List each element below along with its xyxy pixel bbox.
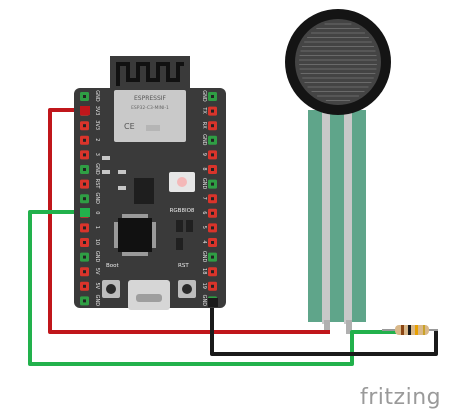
wire-green-end [80, 208, 90, 217]
wire-red-end [80, 106, 90, 115]
pin-label-right-0: GND [201, 90, 207, 102]
pin-label-right-6: GND [201, 178, 207, 190]
force-sensor [285, 9, 391, 334]
pin-label-left-13: 5V [94, 282, 100, 289]
sensor-grid-lines [299, 23, 377, 101]
resistor [382, 325, 438, 335]
rst-label: RST [178, 263, 189, 269]
module-shield [114, 90, 186, 142]
wire-black [210, 302, 438, 356]
pin-header-right [208, 92, 217, 306]
pin-label-right-11: GND [201, 251, 207, 263]
pin-label-right-10: 4 [201, 240, 207, 243]
pin-label-left-7: GND [94, 192, 100, 204]
pin-label-right-12: 18 [201, 268, 207, 274]
fritzing-logo: fritzing [360, 385, 441, 410]
sensor-tail [308, 110, 366, 322]
regulator [134, 178, 154, 204]
pin-label-left-14: GND [94, 295, 100, 307]
pin-label-left-2: 3V3 [94, 120, 100, 130]
pin-label-left-12: 5V [94, 268, 100, 275]
ce-mark: CE [124, 122, 135, 131]
pin-label-left-0: GND [94, 90, 100, 102]
pin-label-left-11: GND [94, 251, 100, 263]
wires [28, 108, 438, 366]
pin-label-left-10: 10 [94, 239, 100, 245]
sensor-trace-left [322, 112, 330, 324]
pin-label-right-14: GND [201, 295, 207, 307]
pin-label-right-3: GND [201, 134, 207, 146]
pin-label-right-7: 7 [201, 197, 207, 200]
wire-red [48, 108, 330, 334]
sensor-pin-right [346, 320, 352, 334]
pin-label-left-8: 0 [94, 211, 100, 214]
sensor-trace-right [344, 112, 352, 324]
pin-label-right-1: TX [201, 106, 207, 114]
wire-green [28, 210, 402, 366]
wire-black-end [208, 298, 218, 307]
pin-header-left [80, 92, 89, 306]
pin-label-right-8: 6 [201, 211, 207, 214]
mcu-chip [118, 218, 152, 252]
pin-label-left-9: 1 [94, 226, 100, 229]
pin-label-right-9: 5 [201, 226, 207, 229]
led-label: RGB8IO8 [170, 208, 195, 214]
pin-label-left-4: 3 [94, 153, 100, 156]
antenna-trace [116, 62, 184, 86]
pin-label-left-5: GND [94, 163, 100, 175]
module-model: ESP32-C3-MINI-1 [131, 105, 169, 111]
sensor-pin-left [324, 320, 330, 334]
pin-label-left-1: 3V3 [94, 106, 100, 116]
pin-label-right-2: RX [201, 122, 207, 129]
esp32-board: ESPRESSIF ESP32-C3-MINI-1 CE RGB8IO8 Boo… [74, 56, 226, 310]
pin-label-left-3: 2 [94, 138, 100, 141]
pin-label-right-4: 9 [201, 153, 207, 156]
pin-label-left-6: RST [94, 179, 100, 190]
pin-label-right-5: 8 [201, 167, 207, 170]
module-brand: ESPRESSIF [134, 95, 167, 102]
pin-label-right-13: 19 [201, 283, 207, 289]
boot-label: Boot [106, 263, 120, 269]
sensor-active-area [295, 19, 381, 105]
